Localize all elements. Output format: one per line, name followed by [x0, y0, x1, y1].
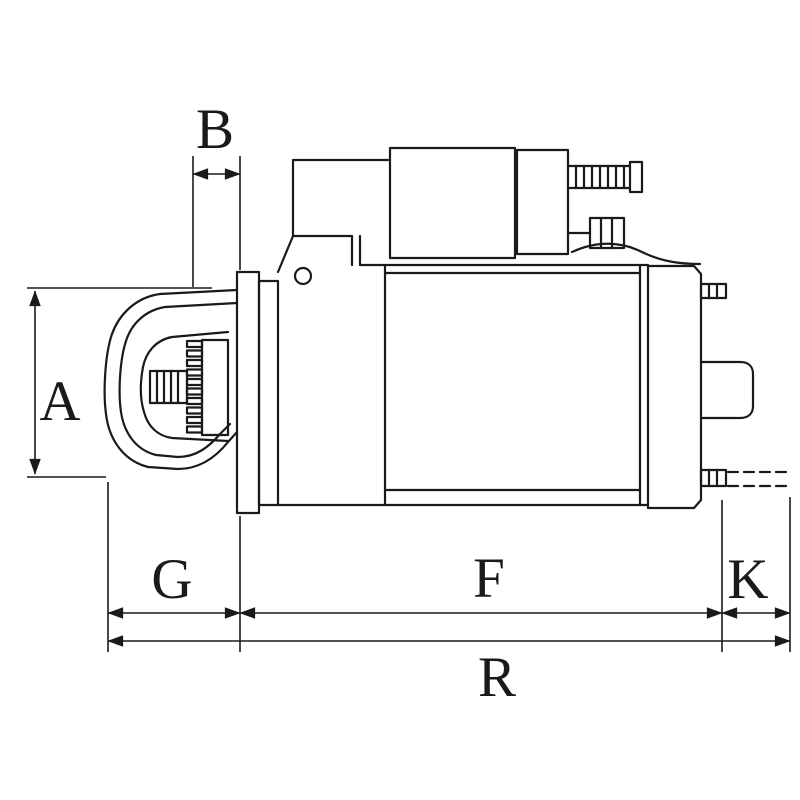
dimension-label-f: F — [473, 547, 505, 610]
solenoid-body — [388, 146, 517, 260]
solenoid-terminal-stud — [566, 160, 644, 194]
dimension-g: G — [107, 548, 241, 619]
pinion-gear-teeth — [185, 339, 204, 434]
end-cap — [646, 264, 703, 510]
dimension-f: F — [239, 547, 723, 619]
dimension-label-b: B — [196, 98, 234, 161]
field-strap — [570, 242, 702, 266]
rear-stud-bottom — [699, 468, 728, 488]
solenoid-cap — [515, 148, 570, 256]
rear-stud-top — [699, 282, 728, 300]
drive-end-housing-outer — [103, 288, 239, 471]
mounting-flange-plate-inner — [257, 279, 280, 507]
dimension-annotations: B A G F — [27, 98, 791, 709]
rear-stud-top-nut-lines — [707, 282, 719, 300]
hidden-extension-dashed-lines — [726, 470, 794, 488]
pinion-gear-body — [200, 338, 230, 437]
spline-shaft-hatch — [155, 369, 180, 405]
mounting-flange-plate — [235, 270, 261, 515]
dimension-label-k: K — [727, 548, 768, 611]
dimension-b: B — [192, 98, 241, 287]
terminal-nut-body — [588, 216, 626, 250]
drive-bracket-rib — [291, 234, 362, 267]
terminal-stud-thread-hatch — [574, 164, 626, 190]
dimension-label-a: A — [39, 370, 80, 433]
rear-shaft-boss — [699, 360, 755, 420]
drive-end-window — [139, 330, 230, 443]
dimension-k: K — [721, 548, 791, 619]
bracket-hole — [293, 266, 313, 286]
rear-stud-bottom-nut-lines — [707, 468, 719, 488]
motor-body — [276, 263, 650, 507]
dimension-label-g: G — [151, 548, 192, 611]
motor-outline — [103, 146, 794, 515]
drive-end-housing-inner — [118, 301, 239, 459]
spline-shaft — [148, 369, 189, 405]
dimension-label-r: R — [478, 646, 516, 709]
dimension-r: R — [107, 635, 791, 709]
drive-bracket-outline — [276, 158, 392, 274]
terminal-stud-end — [628, 160, 644, 194]
dimension-a: A — [27, 287, 212, 478]
